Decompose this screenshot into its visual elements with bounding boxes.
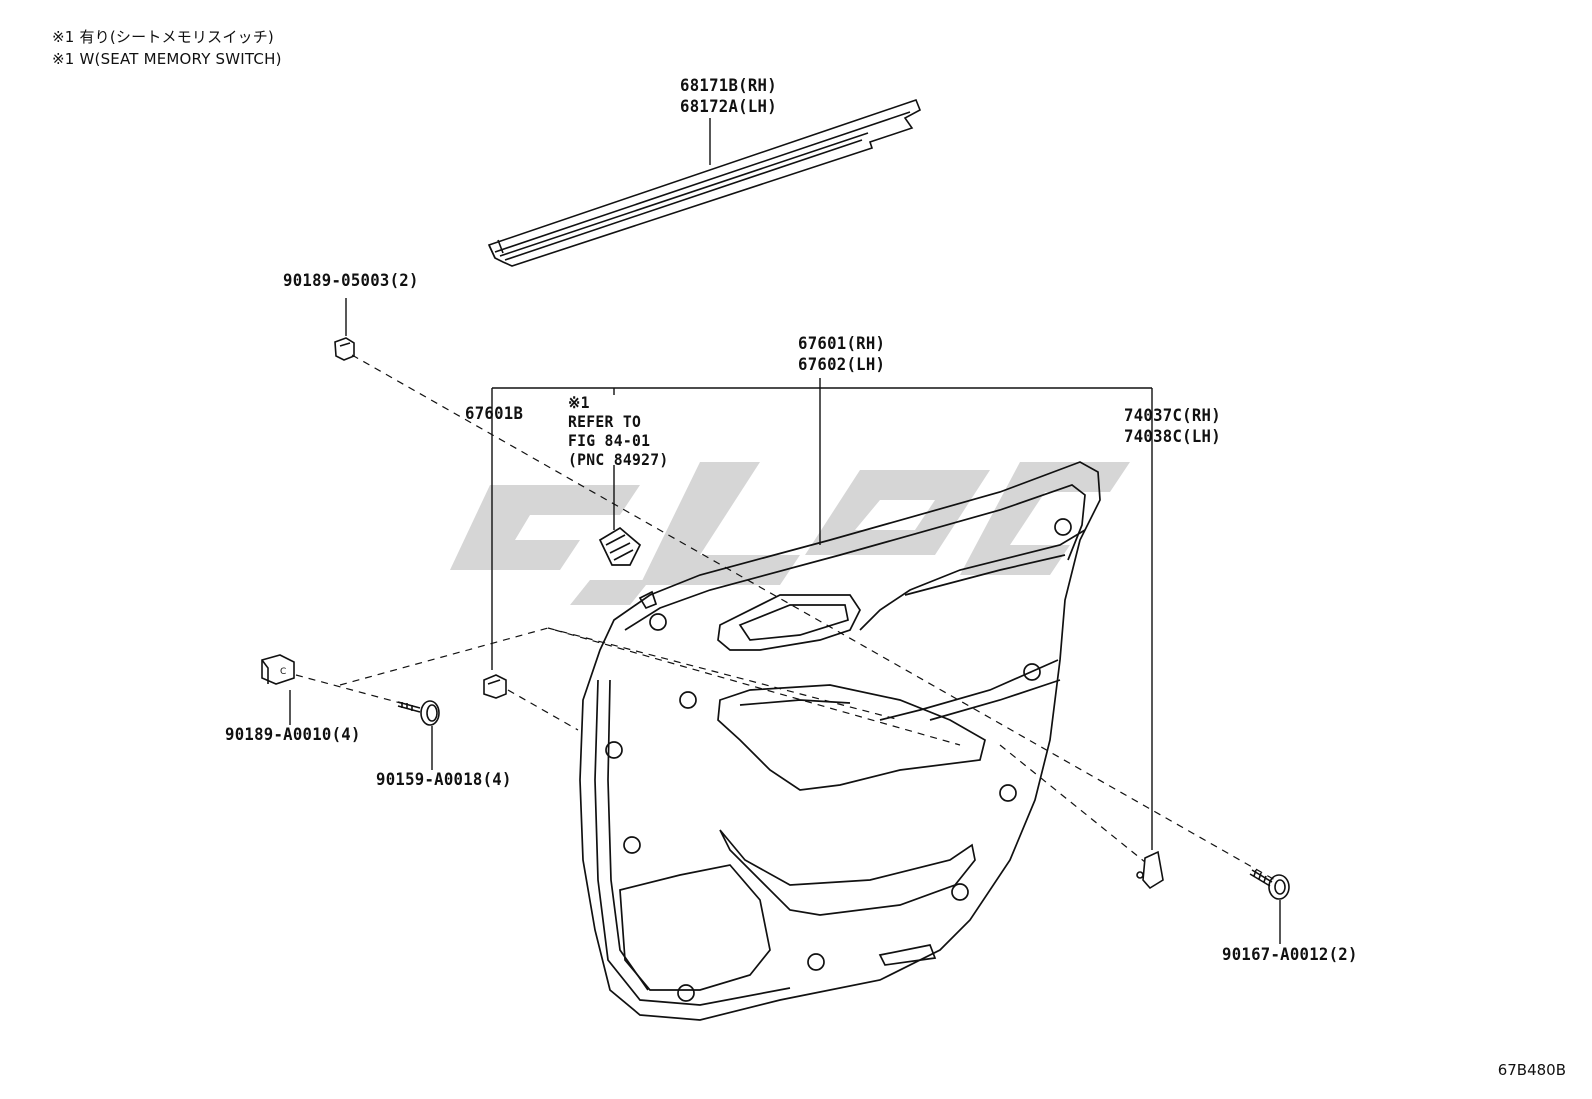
label-trim-sub[interactable]: 67601B xyxy=(465,404,524,424)
belt-molding xyxy=(487,98,922,267)
note-japanese: ※1 有り(シートメモリスイッチ) xyxy=(52,28,274,46)
label-screw-left[interactable]: 90159-A0018(4) xyxy=(376,770,512,790)
clip-67601b-part xyxy=(483,674,507,699)
note-english: ※1 W(SEAT MEMORY SWITCH) xyxy=(52,50,282,68)
cover-part xyxy=(1136,850,1164,890)
screw-right-part xyxy=(1249,869,1290,900)
label-clip-left[interactable]: 90189-A0010(4) xyxy=(225,725,361,745)
label-ref-line1: REFER TO xyxy=(568,412,642,431)
label-cover-lh[interactable]: 74038C(LH) xyxy=(1124,427,1221,447)
label-clip-top[interactable]: 90189-05003(2) xyxy=(283,271,419,291)
svg-text:C: C xyxy=(280,667,286,677)
assembly-lines xyxy=(295,354,1276,881)
label-screw-right[interactable]: 90167-A0012(2) xyxy=(1222,945,1358,965)
watermark-logo xyxy=(450,462,1130,605)
clip-top-part xyxy=(334,337,355,361)
clip-left-part: C xyxy=(261,654,295,685)
screw-left-part xyxy=(397,700,440,726)
label-ref-line3: (PNC 84927) xyxy=(568,450,669,469)
door-trim-board xyxy=(579,461,1101,1021)
label-cover-rh[interactable]: 74037C(RH) xyxy=(1124,406,1221,426)
label-ref-line2[interactable]: FIG 84-01 xyxy=(568,431,651,450)
label-trim-board-rh[interactable]: 67601(RH) xyxy=(798,334,886,354)
label-trim-board-lh[interactable]: 67602(LH) xyxy=(798,355,886,375)
diagram-code: 67B480B xyxy=(1497,1061,1566,1079)
label-belt-molding-lh[interactable]: 68172A(LH) xyxy=(680,97,777,117)
label-ref-note: ※1 xyxy=(568,393,590,412)
label-belt-molding-rh[interactable]: 68171B(RH) xyxy=(680,76,777,96)
